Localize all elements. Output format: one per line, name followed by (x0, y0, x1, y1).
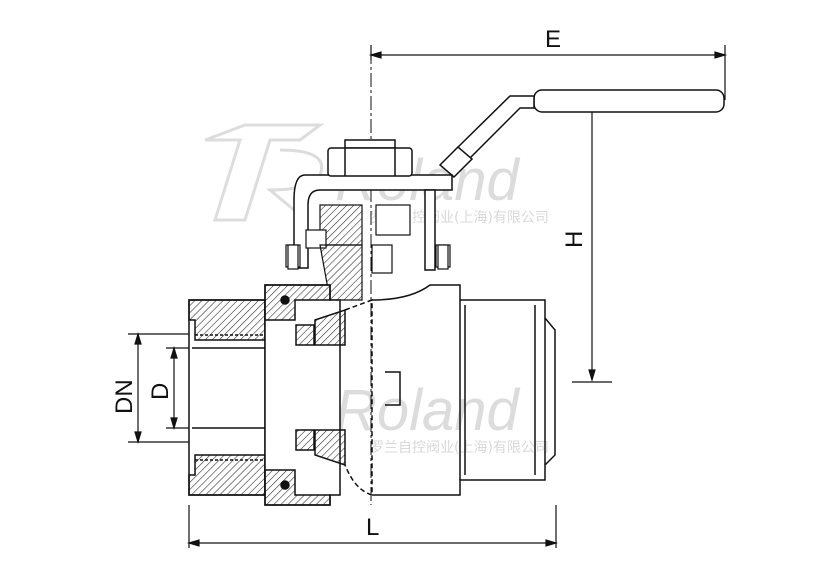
jr-logo-mark (204, 123, 325, 222)
dimension-l (186, 505, 559, 548)
end-cap-section (188, 284, 373, 506)
watermark-brand-2: Roland (335, 378, 521, 443)
dimension-h-label: H (561, 231, 588, 248)
watermark-bottom: Roland 罗兰自控阀业(上海)有限公司 (204, 353, 549, 456)
dimension-dn (128, 331, 195, 445)
dimension-d (166, 345, 192, 431)
valve-body-right (371, 284, 556, 496)
dimension-dn-label: DN (111, 379, 138, 414)
dimension-d-label: D (147, 383, 174, 400)
dimension-e-label: E (545, 26, 561, 53)
lever-handle (293, 89, 725, 271)
stem-bolts (287, 244, 449, 270)
stem-nut (327, 139, 413, 177)
watermark-company: 罗兰自控阀业(上海)有限公司 (370, 210, 549, 226)
dimension-l-label: L (366, 514, 379, 541)
